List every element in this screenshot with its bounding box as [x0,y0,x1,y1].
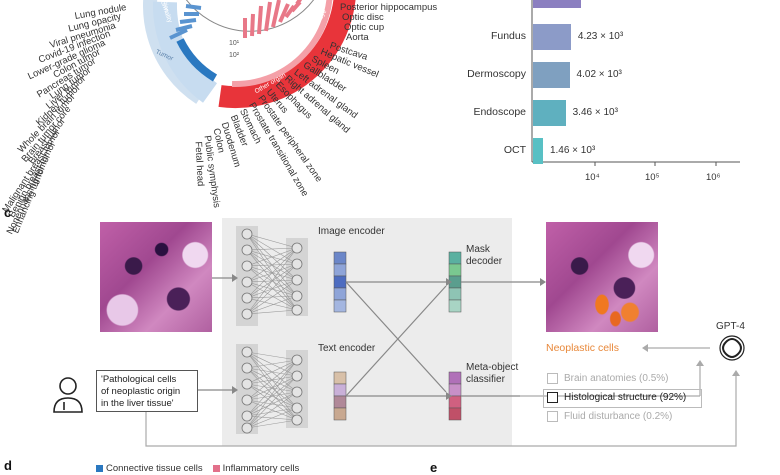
bar-value-label: 3.46 × 10³ [572,107,618,118]
bar-endoscope [533,100,566,126]
x-tick-3: 10⁶ [706,172,721,183]
legend-text-inflammatory: Inflammatory cells [222,463,300,474]
bar-fundus [533,24,571,50]
panel-letter-e: e [430,460,438,475]
class-option-label: Histological structure (92%) [564,392,687,403]
bar-oct [533,138,543,164]
legend-text-connective: Connective tissue cells [106,463,203,474]
image-encoder-label: Image encoder [318,226,385,237]
tumor-arc [152,1,218,103]
prompt-box: 'Pathological cells of neoplastic origin… [96,370,198,412]
circular-plot: 10¹ 10² Tumor Abnormality Infection Othe… [0,0,420,200]
radial-label-right: Posterior hippocampus [340,2,438,13]
neoplastic-cells-label: Neoplastic cells [546,342,619,354]
panel-letter-d: d [4,458,12,473]
bar-category-label: Endoscope [473,106,526,118]
class-option-label: Fluid disturbance (0.2%) [564,411,673,422]
radial-label-right: Optic disc [342,12,384,23]
bar-chart: Fundus 4.23 × 10³ Dermoscopy 4.02 × 10³ Endo… [440,0,780,200]
panel-letter-c: c [4,205,12,220]
meta-classifier-label: Meta-object classifier [466,362,519,385]
prompt-text: 'Pathological cells of neoplastic origin… [101,374,181,409]
panel-c-diagram [53,218,745,447]
bar-category-label: OCT [503,144,526,156]
bar-category-label: Dermoscopy [467,68,526,80]
histology-input-image [100,222,212,332]
histology-output-image [546,222,658,332]
class-option-label: Brain anatomies (0.5%) [564,373,669,384]
class-option: Brain anatomies (0.5%) [547,373,669,384]
other-organ-arc [218,0,356,109]
class-option: Fluid disturbance (0.2%) [547,411,672,422]
legend-item-inflammatory: Inflammatory cells [212,463,300,474]
gpt4-label: GPT-4 [716,321,745,332]
bar-value-label: 4.23 × 10³ [577,31,624,42]
bar-top-clipped [533,0,581,8]
scale-label-1: 10¹ [229,40,240,47]
radial-label-right: Fetal head [192,141,206,187]
active-class-frame [543,389,702,408]
bar-dermoscopy [533,62,570,88]
scale-label-2: 10² [229,52,240,59]
checkbox-icon [547,411,558,422]
mask-decoder-label: Mask decoder [466,244,503,267]
legend-item-connective: Connective tissue cells [96,463,203,474]
radial-label-right: Optic cup [344,22,385,33]
legend-swatch-inflammatory [212,465,220,472]
x-tick-2: 10⁵ [645,172,660,183]
x-tick-1: 10⁴ [585,172,600,183]
text-encoder-label: Text encoder [318,343,376,354]
bar-category-label: Fundus [490,30,526,42]
checkbox-icon [547,373,558,384]
legend-swatch-connective [96,465,103,472]
class-option: Histological structure (92%) [547,392,686,403]
bar-value-label: 1.46 × 10³ [549,145,596,156]
bar-chart-axis [531,0,740,166]
panel-d-legend: Connective tissue cells Inflammatory cel… [96,463,299,474]
radial-label-right: Aorta [346,32,369,43]
bar-value-label: 4.02 × 10³ [576,69,622,80]
checkbox-icon [547,392,558,403]
circular-rings [143,0,356,109]
